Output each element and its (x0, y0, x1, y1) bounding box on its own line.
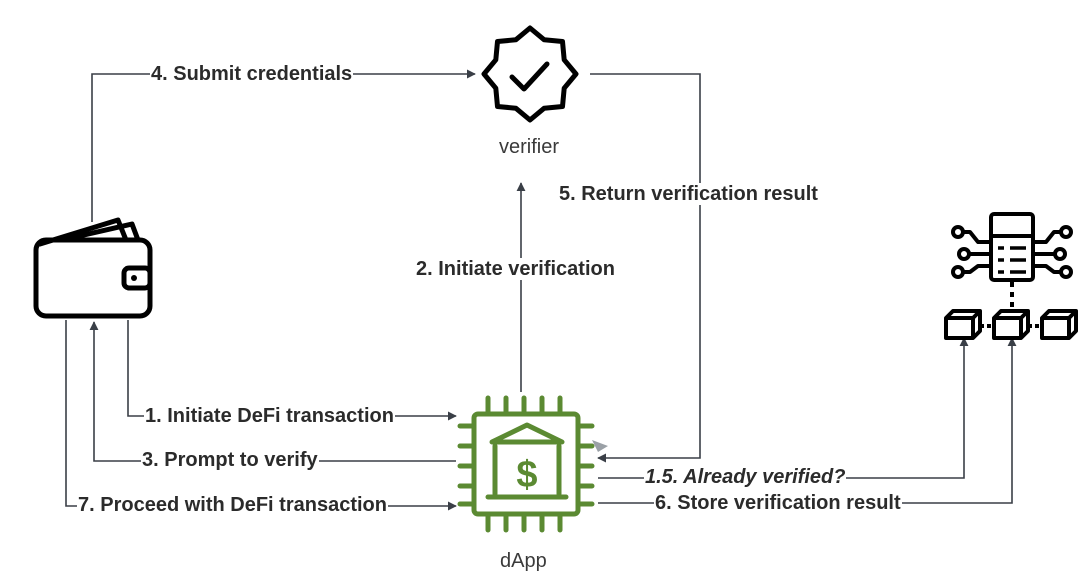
verified-badge-icon (481, 25, 579, 123)
verifier-label: verifier (499, 136, 560, 158)
blockchain-node-icon (944, 212, 1078, 340)
dollar-sign-icon: $ (516, 454, 537, 496)
edge-label-initiate-defi-transaction: 1. Initiate DeFi transaction (144, 405, 395, 427)
bank-chip-icon (457, 395, 595, 533)
dapp-label: dApp (500, 550, 547, 572)
edge-submit-credentials (91, 69, 476, 222)
edge-label-initiate-verification: 2. Initiate verification (415, 258, 616, 280)
edge-label-proceed-defi-transaction: 7. Proceed with DeFi transaction (77, 494, 388, 516)
edge-initiate-defi-transaction (127, 320, 457, 421)
edge-prompt-to-verify (89, 321, 456, 462)
edge-label-prompt-to-verify: 3. Prompt to verify (141, 449, 319, 471)
self-loop-arrow-icon (592, 440, 608, 452)
edge-label-submit-credentials: 4. Submit credentials (150, 63, 354, 85)
edge-label-store-verification-result: 6. Store verification result (654, 492, 902, 514)
wallet-icon (33, 217, 153, 319)
edge-label-return-verification-result: 5. Return verification result (558, 183, 819, 205)
edge-already-verified (598, 337, 969, 479)
edge-return-verification-result (590, 73, 701, 463)
edge-label-already-verified: 1.5. Already verified? (644, 466, 847, 488)
